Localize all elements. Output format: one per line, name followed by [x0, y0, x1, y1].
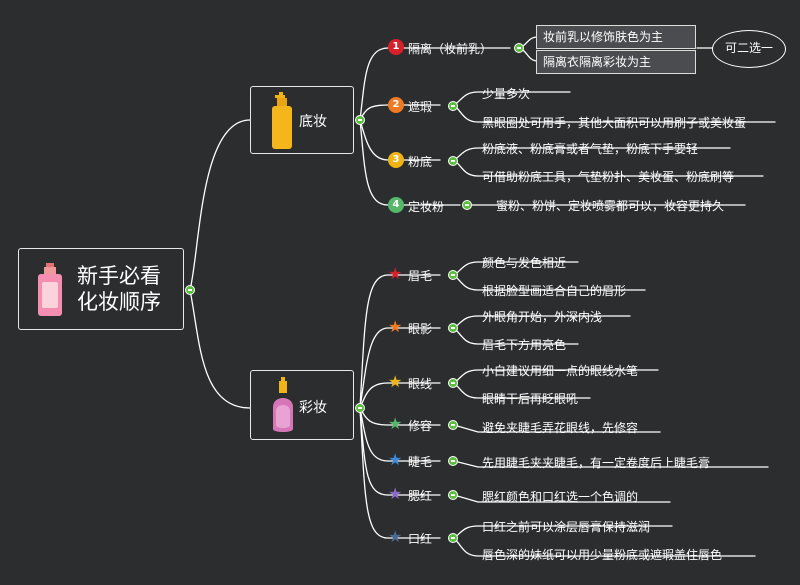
step2-leaf2[interactable]: 黑眼圈处可用手，其他大面积可以用刷子或美妆蛋	[482, 116, 747, 130]
connector-makeup-brow	[359, 274, 441, 409]
eyeliner-leaf1[interactable]: 小白建议用细一点的眼线水笔	[482, 364, 639, 378]
step3-collapse-toggle[interactable]	[448, 156, 458, 166]
mascara-leaf1[interactable]: 先用睫毛夹夹睫毛，有一定卷度后上睫毛膏	[482, 456, 711, 470]
brow-leaf2[interactable]: 根据脸型画适合自己的眉形	[482, 284, 627, 298]
root-collapse-toggle[interactable]	[185, 285, 195, 295]
connector-blush-leaf1	[453, 494, 671, 503]
step1-label[interactable]: 隔离（妆前乳）	[408, 42, 493, 56]
blush-leaf1[interactable]: 腮红颜色和口红选一个色调的	[482, 490, 639, 504]
brow-leaf1[interactable]: 颜色与发色相近	[482, 256, 567, 270]
lipstick-leaf1[interactable]: 口红之前可以涂层唇膏保持滋润	[482, 520, 651, 534]
connector-makeup-eyeshadow	[359, 327, 441, 409]
connector-root-makeup	[189, 289, 251, 409]
connector-base-step4	[359, 119, 461, 206]
brow-collapse-toggle[interactable]	[448, 270, 458, 280]
makeup-branch-node[interactable]: 彩妆	[250, 370, 354, 440]
eyeshadow-collapse-toggle[interactable]	[448, 323, 458, 333]
star-icon-brow: ★	[388, 264, 403, 283]
step1-collapse-toggle[interactable]	[514, 43, 524, 53]
contour-collapse-toggle[interactable]	[448, 420, 458, 430]
perfume-pink-icon	[271, 377, 295, 439]
root-title: 新手必看 化妆顺序	[77, 264, 161, 314]
star-icon-blush: ★	[388, 484, 403, 503]
connector-root-base	[189, 119, 251, 291]
contour-leaf1[interactable]: 避免夹睫毛弄花眼线，先修容	[482, 421, 639, 435]
foundation-bottle-icon	[271, 92, 293, 154]
connector-makeup-lipstick	[359, 407, 441, 539]
makeup-collapse-toggle[interactable]	[355, 403, 365, 413]
mascara-collapse-toggle[interactable]	[448, 456, 458, 466]
star-icon-lipstick: ★	[388, 527, 403, 546]
step1-note-ellipse[interactable]: 可二选一	[712, 30, 786, 68]
step3-leaf1[interactable]: 粉底液、粉底膏或者气垫，粉底下手要轻	[482, 142, 699, 156]
base-branch-label: 底妆	[299, 114, 327, 130]
eyeshadow-leaf1[interactable]: 外眼角开始，外深内浅	[482, 310, 603, 324]
base-branch-node[interactable]: 底妆	[250, 86, 354, 154]
step2-label[interactable]: 遮瑕	[408, 100, 433, 114]
step1-leaf1[interactable]: 妆前乳以修饰肤色为主	[536, 25, 696, 49]
lipstick-collapse-toggle[interactable]	[448, 533, 458, 543]
contour-label[interactable]: 修容	[408, 419, 433, 433]
step3-label[interactable]: 粉底	[408, 155, 433, 169]
step1-number-badge: 1	[388, 39, 404, 55]
eyeliner-collapse-toggle[interactable]	[448, 378, 458, 388]
star-icon-eyeshadow: ★	[388, 317, 403, 336]
root-node[interactable]: 新手必看 化妆顺序	[18, 248, 184, 330]
connector-base-step1	[359, 47, 511, 121]
makeup-branch-label: 彩妆	[299, 400, 327, 416]
step4-number-badge: 4	[388, 197, 404, 213]
perfume-bottle-icon	[37, 263, 63, 321]
step3-number-badge: 3	[388, 152, 404, 168]
blush-label[interactable]: 腮红	[408, 489, 433, 503]
step2-collapse-toggle[interactable]	[448, 101, 458, 111]
eyeshadow-leaf2[interactable]: 眉毛下方用亮色	[482, 338, 567, 352]
eyeliner-leaf2[interactable]: 眼睛干后再眨眼吼	[482, 392, 579, 406]
mascara-label[interactable]: 睫毛	[408, 455, 433, 469]
step1-leaf2[interactable]: 隔离衣隔离彩妆为主	[536, 50, 696, 74]
connector-contour-leaf1	[453, 424, 661, 433]
base-collapse-toggle[interactable]	[355, 115, 365, 125]
eyeliner-label[interactable]: 眼线	[408, 377, 433, 391]
connector-base-step3	[359, 119, 441, 161]
step3-leaf2[interactable]: 可借助粉底工具，气垫粉扑、美妆蛋、粉底刷等	[482, 170, 735, 184]
lipstick-leaf2[interactable]: 唇色深的妹纸可以用少量粉底或遮瑕盖住唇色	[482, 548, 723, 562]
step4-leaf1[interactable]: 蜜粉、粉饼、定妆喷雾都可以，妆容更持久	[496, 199, 725, 213]
eyeshadow-label[interactable]: 眼影	[408, 322, 433, 336]
blush-collapse-toggle[interactable]	[448, 490, 458, 500]
star-icon-eyeliner: ★	[388, 372, 403, 391]
step4-collapse-toggle[interactable]	[462, 200, 472, 210]
step2-number-badge: 2	[388, 97, 404, 113]
brow-label[interactable]: 眉毛	[408, 269, 433, 283]
lipstick-label[interactable]: 口红	[408, 532, 433, 546]
connector-mascara-leaf1	[453, 460, 769, 468]
star-icon-contour: ★	[388, 414, 403, 433]
step4-label[interactable]: 定妆粉	[408, 200, 445, 214]
star-icon-mascara: ★	[388, 450, 403, 469]
step2-leaf1[interactable]: 少量多次	[482, 87, 531, 101]
connector-makeup-mascara	[359, 407, 441, 462]
